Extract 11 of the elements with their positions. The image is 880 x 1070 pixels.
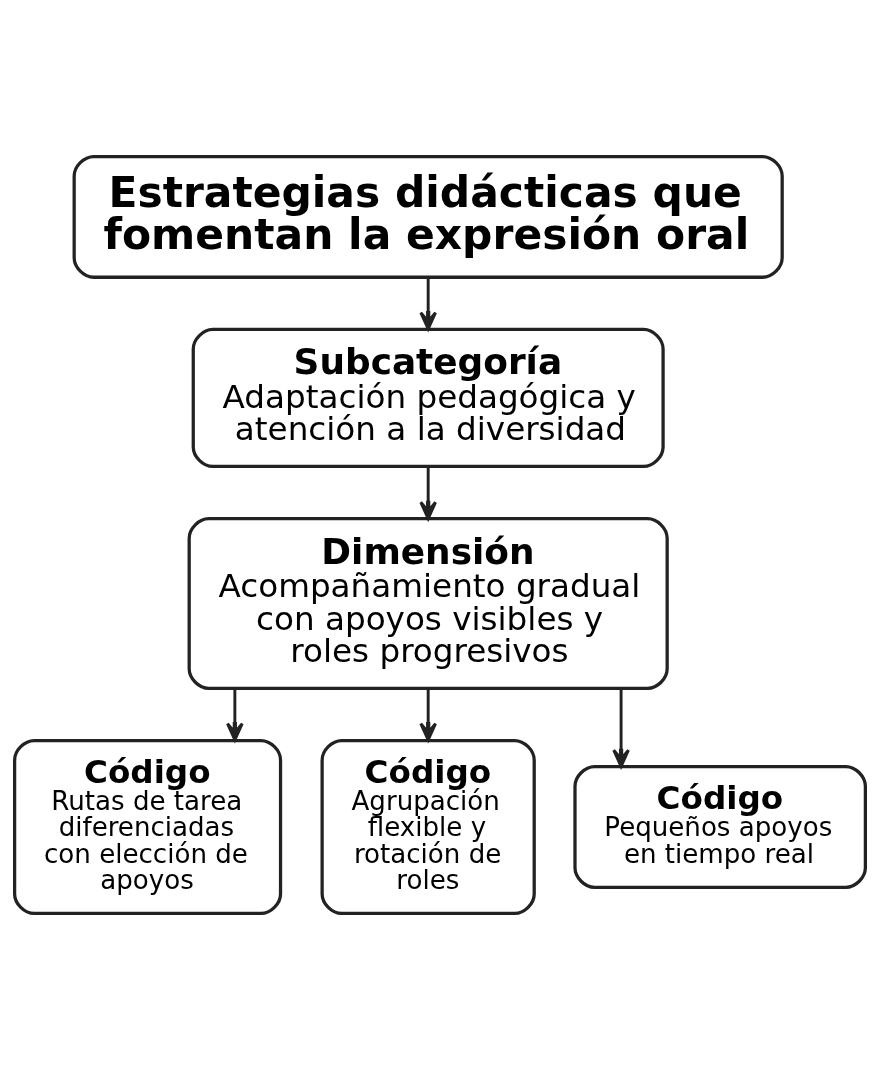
arrow bbox=[226, 688, 244, 742]
arrow bbox=[419, 467, 437, 521]
arrow bbox=[419, 688, 437, 742]
node-box: Subcategoría Adaptación pedagógica y atención a la diversidad bbox=[191, 327, 665, 469]
node-box: Código Pequeños apoyos en tiempo real bbox=[573, 765, 867, 889]
node-box: Estrategias didácticas que fomentan la expresión oral bbox=[72, 154, 784, 279]
arrow bbox=[419, 277, 437, 331]
arrow bbox=[612, 688, 630, 768]
node-box: Código Agrupación flexible y rotación de roles bbox=[320, 738, 536, 916]
node-box: Dimensión Acompañamiento gradual con apoyos visibles y roles progresivos bbox=[187, 517, 669, 690]
node-box: Código Rutas de tarea diferenciadas con elección de apoyos bbox=[13, 738, 283, 916]
